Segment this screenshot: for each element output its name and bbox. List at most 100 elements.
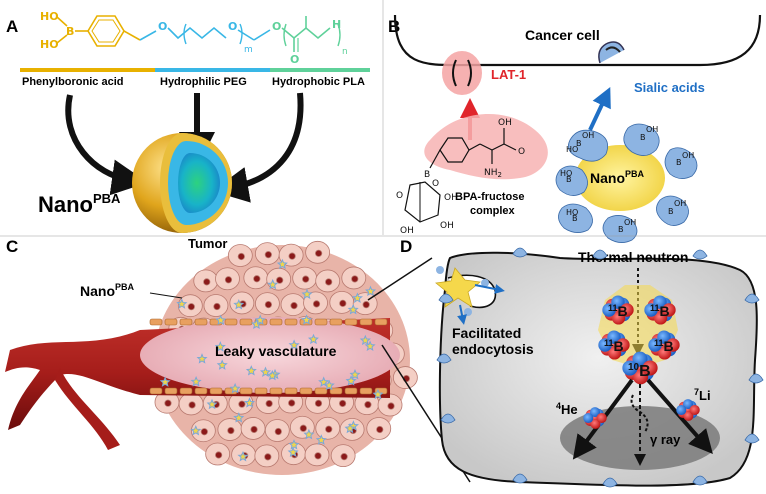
tumor-cell <box>228 391 254 415</box>
bpa-label-2: complex <box>470 205 516 217</box>
boh-ho-1: HO <box>566 145 578 154</box>
tumor-cell <box>178 392 204 416</box>
boh-b-1: B <box>576 139 582 148</box>
polymer-structure: HO HO B O O m O O n <box>40 10 348 66</box>
chem-n: n <box>342 47 348 57</box>
bar-pla <box>270 68 370 72</box>
panel-c-label: C <box>6 237 18 256</box>
boron-10-atom: 10B <box>622 351 658 385</box>
thermal-neutron-label: Thermal neutron <box>578 249 688 265</box>
panel-b: B Cancer cell LAT-1 Sialic acids OH O NH… <box>388 14 762 243</box>
lat1-label: LAT-1 <box>491 67 526 82</box>
bpa-label-1: BPA-fructose <box>455 191 524 203</box>
svg-text:11B: 11B <box>608 303 628 319</box>
surface-receptor <box>748 373 764 384</box>
boh-b-2: B <box>640 133 646 142</box>
chem-m: m <box>244 45 253 55</box>
arrow-pla-to-nano <box>212 92 304 203</box>
cancer-cell-title: Cancer cell <box>525 27 600 43</box>
tumor-cell <box>254 444 280 468</box>
tumor-cell <box>304 443 330 467</box>
chem-h: H <box>332 18 341 31</box>
tumor-cell <box>190 419 216 443</box>
endocytosis-label-2: endocytosis <box>452 341 534 357</box>
arrow-nano-to-sialic <box>588 86 611 131</box>
tumor-cell <box>205 442 231 466</box>
tumor-cell <box>217 418 243 441</box>
chem-o-1: O <box>158 20 167 33</box>
he-label: 4He <box>556 401 578 417</box>
surface-receptor <box>602 477 618 488</box>
bpa-o-2: O <box>432 179 439 189</box>
tumor-cell <box>227 244 253 267</box>
boh-oh-7: OH <box>674 199 686 208</box>
lat1-transporter <box>442 51 482 95</box>
bpa-fructose-structure: OH O NH2 B O OH OH OH O <box>396 118 525 236</box>
chem-b: B <box>66 25 74 38</box>
zoom-line-top <box>367 257 433 301</box>
leaky-vasculature-label: Leaky vasculature <box>215 343 337 359</box>
nano-pba-c-label: NanoPBA <box>80 282 135 299</box>
label-phenylboronic: Phenylboronic acid <box>22 76 123 88</box>
surface-receptor <box>744 293 760 304</box>
surface-receptor <box>744 433 760 444</box>
sialic-acid-receptor <box>598 41 625 64</box>
panel-c: C Tumor NanoPBA Leaky vasculature <box>5 236 471 483</box>
surface-receptor <box>436 353 452 364</box>
nanoparticle-sphere <box>132 133 232 233</box>
endocytosis-label-1: Facilitated <box>452 325 521 341</box>
boron-11-atom: 11B <box>598 330 630 360</box>
tumor-cell <box>366 417 392 440</box>
nano-pba-c-pointer <box>149 292 183 299</box>
surface-receptor <box>512 247 528 258</box>
tumor-cell <box>177 294 203 318</box>
panel-a: A HO HO B O O m O O <box>6 10 370 233</box>
surface-receptor <box>440 413 456 424</box>
boh-b-7: B <box>668 207 674 216</box>
svg-text:11B: 11B <box>654 338 674 354</box>
boh-oh-6: OH <box>624 218 636 227</box>
tumor-cell <box>354 392 380 416</box>
tumor-cell <box>193 269 219 293</box>
chem-o-3: O <box>272 20 281 33</box>
svg-text:10B: 10B <box>628 362 651 380</box>
tumor-cell <box>203 294 229 317</box>
chem-o-2: O <box>228 20 237 33</box>
nanoparticle-stars <box>159 258 384 462</box>
tumor-cell <box>305 240 331 264</box>
boron-11-atom: 11B <box>648 330 680 360</box>
tumor-cell <box>315 416 341 440</box>
fission-products <box>572 378 713 466</box>
tumor-cell <box>392 366 418 389</box>
boh-ho-5: HO <box>566 208 578 217</box>
chem-ho-2: HO <box>40 38 59 51</box>
panel-a-label: A <box>6 17 18 36</box>
helium-track <box>572 378 634 460</box>
nano-pba-cluster: B OH HO B OH B OH B HO B HO B OH B OH Na… <box>555 123 698 243</box>
boh-ho-4: HO <box>560 169 572 178</box>
tumor-cell <box>255 292 280 316</box>
helium-particle <box>583 407 607 429</box>
boh-oh-1: OH <box>582 131 594 140</box>
tumor-cell <box>278 243 304 267</box>
boh-b-3: B <box>676 158 682 167</box>
arrow-pba-to-nano <box>65 94 148 196</box>
bar-peg <box>155 68 270 72</box>
nano-pba-label: NanoPBA <box>38 191 121 217</box>
boron-11-atom: 11B <box>602 295 634 325</box>
tumor-cell <box>243 266 269 290</box>
tumor-cell <box>341 266 367 290</box>
tumor-cell <box>254 242 280 266</box>
lithium-track <box>646 378 713 455</box>
tumor-label: Tumor <box>188 236 227 251</box>
surface-receptor <box>512 473 528 484</box>
tumor-cell <box>280 293 306 317</box>
surface-receptor <box>438 293 454 304</box>
lithium-particle <box>676 399 700 421</box>
boh-b-6: B <box>618 225 624 234</box>
boron-11-atom: 11B <box>644 295 676 325</box>
leaky-vessel <box>140 317 400 393</box>
chem-ho-1: HO <box>40 10 59 23</box>
boh-oh-2: OH <box>646 125 658 134</box>
